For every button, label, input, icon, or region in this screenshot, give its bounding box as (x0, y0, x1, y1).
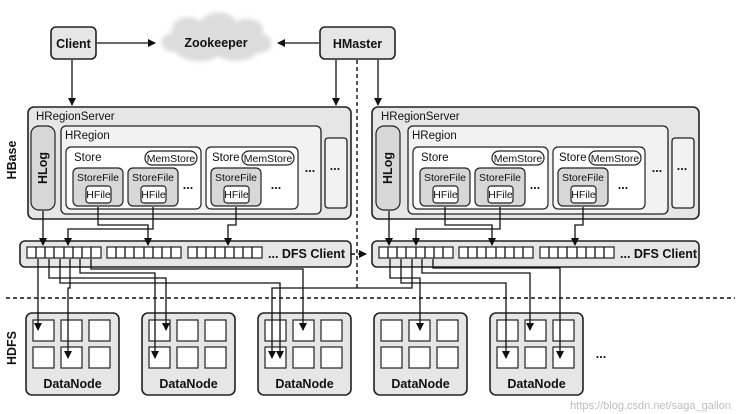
dfs-client-label: ... DFS Client (620, 247, 698, 261)
store-label: Store (212, 152, 240, 164)
datanode: DataNode (141, 312, 236, 396)
regionserver-title: HRegionServer (36, 111, 115, 123)
storefiles-more: ... (271, 178, 281, 192)
storefile-label: StoreFile (215, 172, 257, 184)
hlog-label: HLog (381, 152, 395, 184)
region-server-1: HRegionServer HLog HRegion ... Store Mem… (19, 106, 352, 268)
regionserver-title: HRegionServer (381, 111, 460, 123)
datanode-label: DataNode (391, 377, 449, 391)
storefile-label: StoreFile (132, 172, 174, 184)
hregion-edge (671, 137, 695, 209)
store-label: Store (421, 152, 449, 164)
memstore-label: MemStore (494, 153, 543, 165)
hdfs-side-label: HDFS (5, 331, 19, 365)
dfs-client-bar (371, 240, 700, 268)
store-label: Store (74, 152, 102, 164)
stores-more: ... (652, 161, 662, 175)
client-label: Client (56, 37, 92, 51)
hfile-label: HFile (86, 189, 111, 201)
datanode-label: DataNode (159, 377, 217, 391)
hfile-box (570, 185, 597, 204)
dfs-to-datanode-arrows-1 (34, 259, 307, 359)
hfile-label: HFile (433, 189, 458, 201)
datanode: DataNode (489, 312, 584, 396)
hlog-box (375, 125, 401, 211)
hregion-label: HRegion (65, 130, 110, 142)
hfile-label: HFile (141, 189, 166, 201)
memstore-label: MemStore (591, 153, 640, 165)
regions-more: ... (677, 159, 687, 173)
dfs-client-label: ... DFS Client (268, 247, 346, 261)
datanode: DataNode (25, 312, 120, 396)
hfile-box (432, 185, 459, 204)
dfs-to-datanode-arrows-2 (268, 259, 564, 359)
datanode-label: DataNode (275, 377, 333, 391)
storefile-label: StoreFile (479, 172, 521, 184)
memstore-box (588, 150, 642, 166)
hlog-label: HLog (36, 152, 50, 184)
storefiles-more: ... (183, 178, 193, 192)
storefiles-more: ... (530, 178, 540, 192)
storefile-label: StoreFile (562, 172, 604, 184)
memstore-label: MemStore (147, 153, 196, 165)
datanode-row: DataNode DataNode DataNode DataNode Data… (25, 312, 606, 396)
stores-more: ... (305, 161, 315, 175)
hfile-box (223, 185, 250, 204)
memstore-box (491, 150, 545, 166)
hlog-box (30, 125, 56, 211)
hfile-label: HFile (488, 189, 513, 201)
client-box (50, 26, 97, 60)
hbase-side-label: HBase (5, 141, 19, 180)
zookeeper-cloud (161, 12, 272, 62)
memstore-box (144, 150, 198, 166)
storefile-label: StoreFile (77, 172, 119, 184)
hmaster-box (319, 26, 396, 60)
hfile-box (85, 185, 112, 204)
hfile-box (140, 185, 167, 204)
hmaster-label: HMaster (333, 37, 382, 51)
memstore-label: MemStore (244, 153, 293, 165)
hfile-label: HFile (571, 189, 596, 201)
watermark: https://blog.csdn.net/saga_gallon (570, 400, 731, 412)
datanode-label: DataNode (43, 377, 101, 391)
hfile-label: HFile (224, 189, 249, 201)
storefiles-more: ... (618, 178, 628, 192)
hregion-edge (324, 137, 348, 209)
store-label: Store (559, 152, 587, 164)
datanode-label: DataNode (507, 377, 565, 391)
region-server-2: HRegionServer HLog HRegion ... Store Mem… (371, 106, 700, 268)
hfile-box (487, 185, 514, 204)
datanodes-more: ... (596, 347, 606, 361)
zookeeper-label: Zookeeper (184, 36, 247, 50)
memstore-box (241, 150, 295, 166)
hregion-label: HRegion (412, 130, 457, 142)
storefile-label: StoreFile (424, 172, 466, 184)
regions-more: ... (330, 159, 340, 173)
